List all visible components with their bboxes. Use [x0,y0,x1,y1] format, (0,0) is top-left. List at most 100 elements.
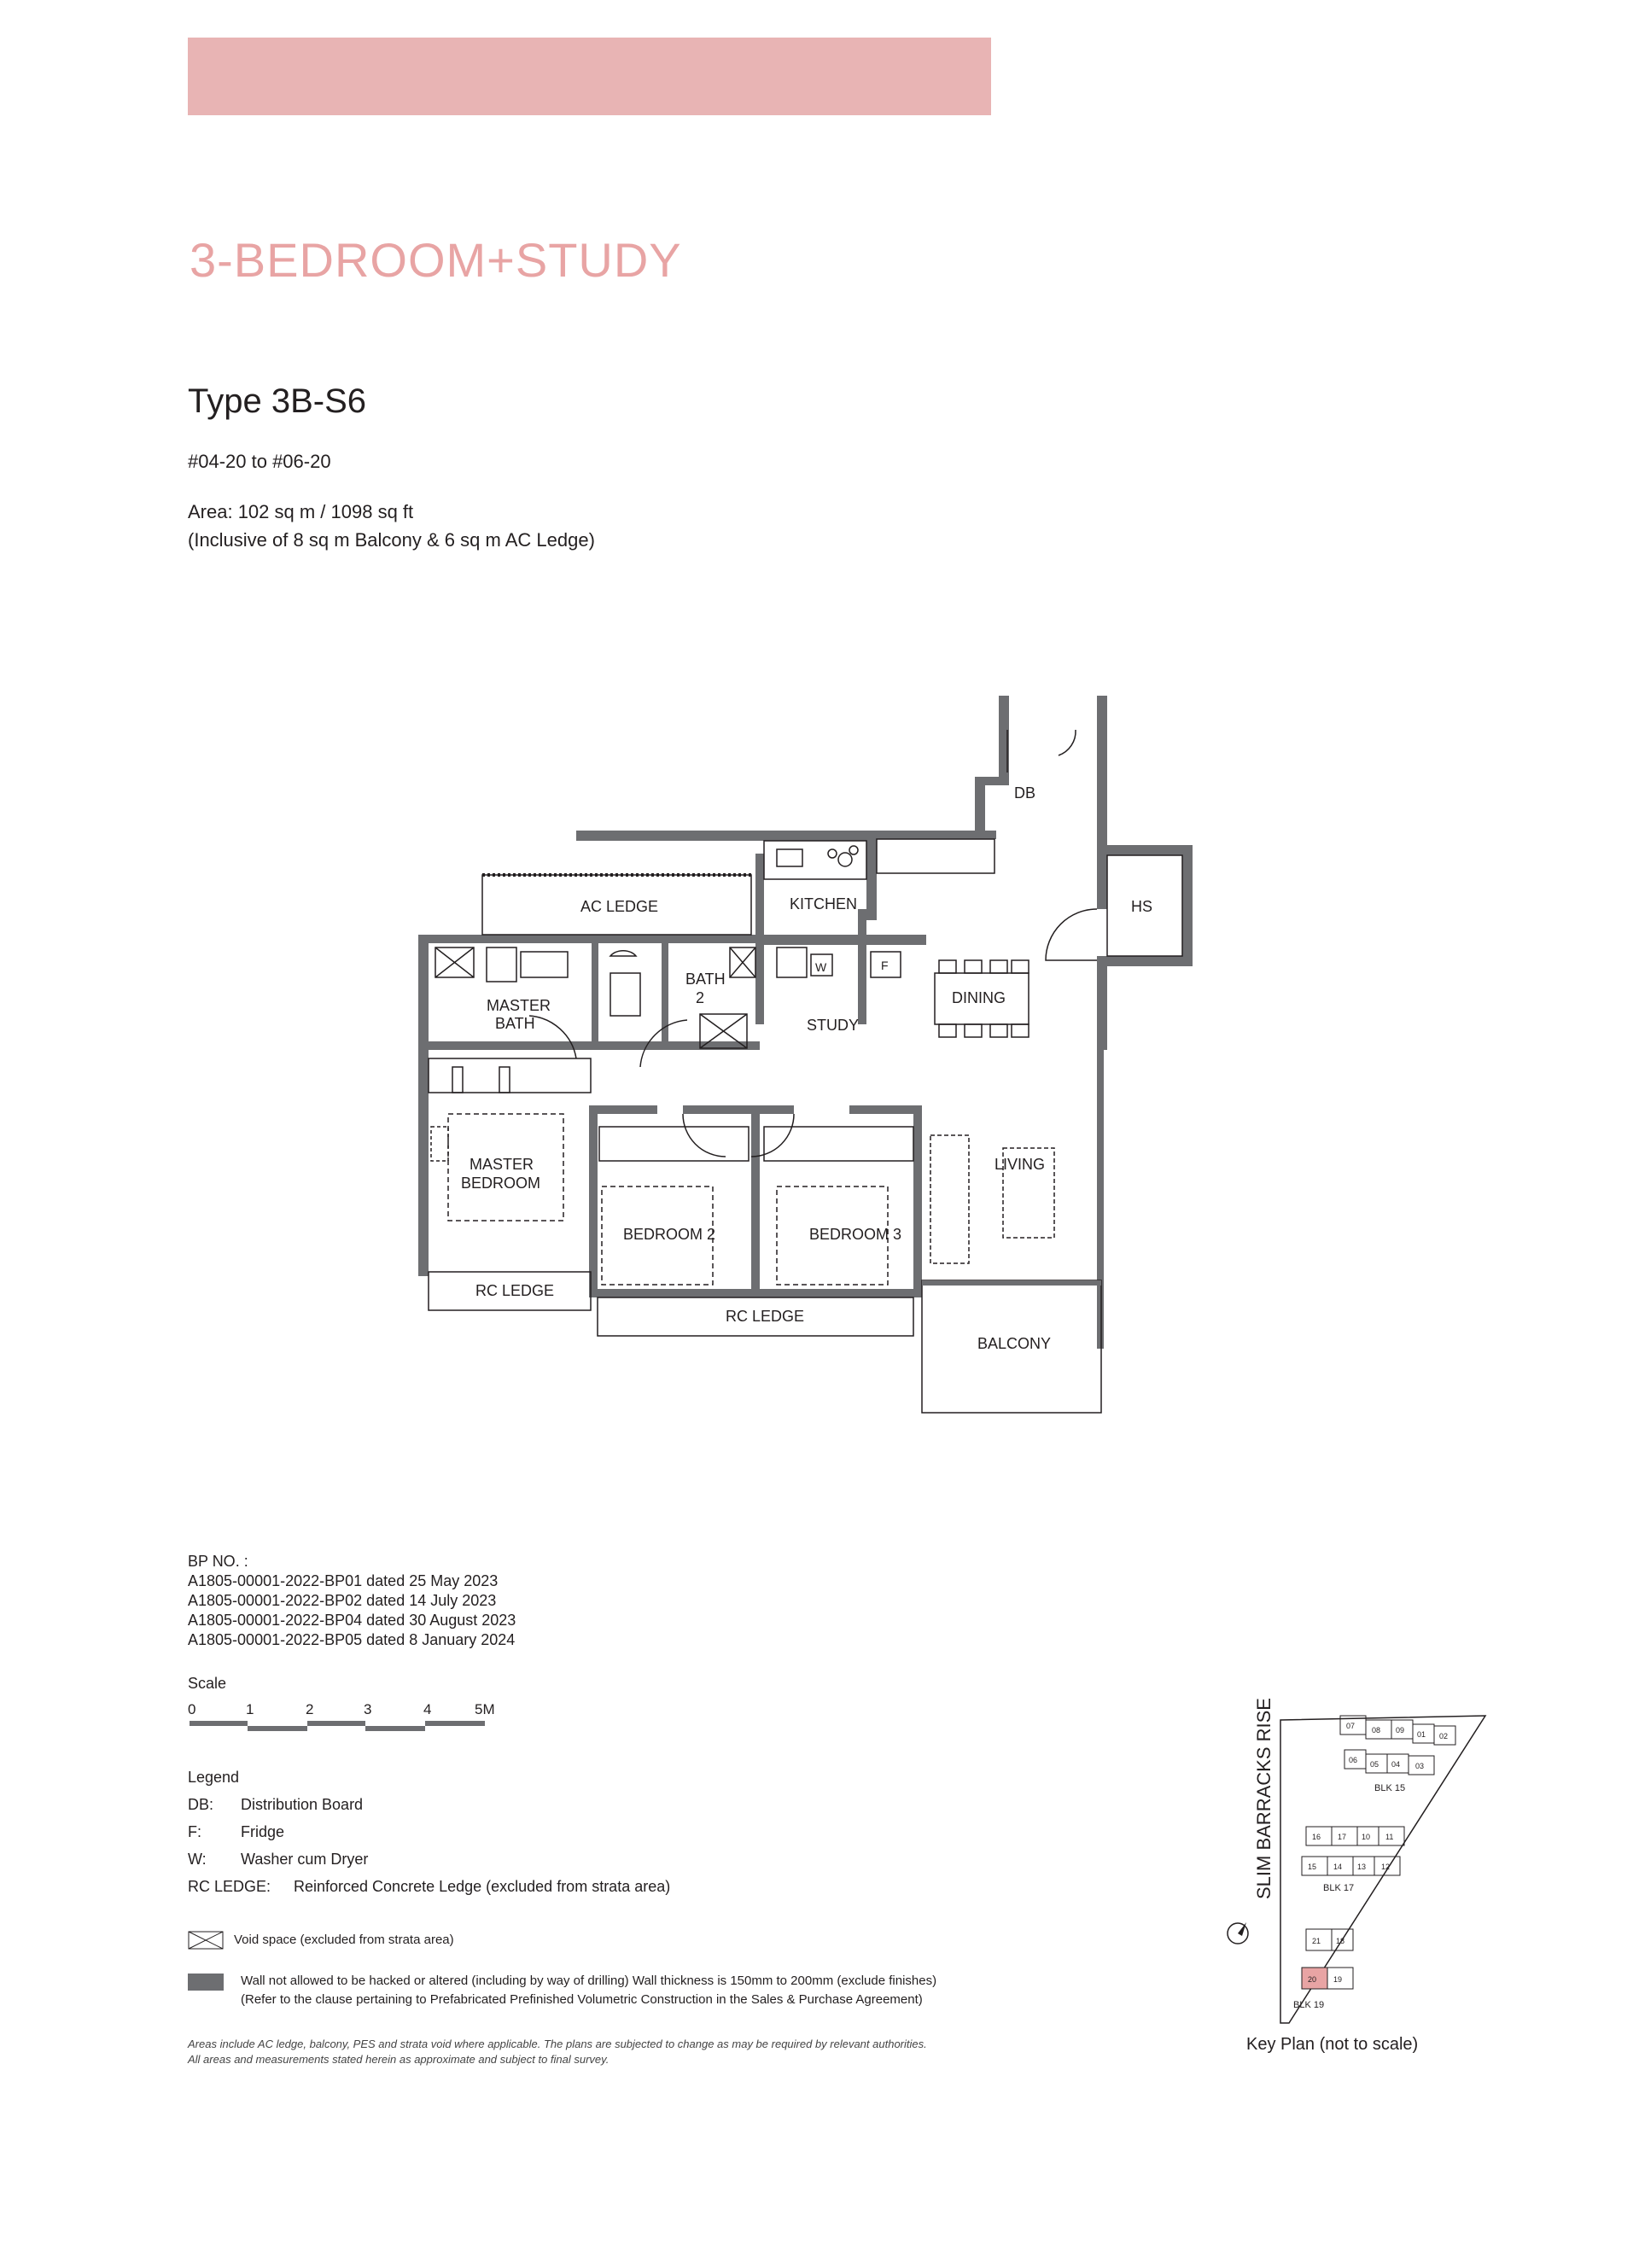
bp-title: BP NO. : [188,1553,248,1570]
legend-item: F:Fridge [188,1823,285,1840]
legend-void: Void space (excluded from strata area) [188,1931,454,1950]
hs-label: HS [1131,898,1152,915]
scale-tick: 0 [188,1701,195,1717]
bedroom3-label: BEDROOM 3 [809,1226,901,1243]
wall [858,909,866,1024]
master-bedroom-label: MASTER [470,1156,534,1173]
wall [592,939,598,1041]
wall [418,935,429,1276]
wall [1097,1050,1104,1349]
unit-category-heading: 3-BEDROOM+STUDY [190,233,682,287]
bp-line: A1805-00001-2022-BP05 dated 8 January 20… [188,1631,516,1648]
wall [866,831,877,920]
wall [589,1041,760,1050]
wall [418,1041,589,1050]
wall [849,1105,922,1114]
wall [999,696,1009,785]
legend-item: RC LEDGE:Reinforced Concrete Ledge (excl… [188,1878,671,1895]
road-label: SLIM BARRACKS RISE [1253,1698,1274,1899]
ac-ledge-label: AC LEDGE [580,898,658,915]
scale-tick: 2 [306,1701,313,1717]
wall [1097,845,1193,855]
legend-wall: Wall not allowed to be hacked or altered… [188,1972,936,2009]
unit-highlight [1301,1967,1328,1990]
washer-label: W [815,960,827,974]
header-banner [188,38,991,115]
area-note: (Inclusive of 8 sq m Balcony & 6 sq m AC… [188,529,595,551]
bedroom2-label: BEDROOM 2 [623,1226,715,1243]
key-plan: SLIM BARRACKS RISE 07 08 09 01 02 06 05 … [1227,1698,1487,2024]
wall [1097,956,1193,966]
svg-text:10: 10 [1362,1833,1370,1841]
scale-label: Scale [188,1675,227,1692]
wall [1182,845,1193,965]
scale-tick: 3 [364,1701,371,1717]
svg-text:BLK 15: BLK 15 [1374,1783,1405,1793]
legend-item: W:Washer cum Dryer [188,1851,369,1868]
living-label: LIVING [994,1156,1045,1173]
svg-text:15: 15 [1308,1863,1316,1871]
svg-text:12: 12 [1381,1863,1390,1871]
bp-line: A1805-00001-2022-BP04 dated 30 August 20… [188,1612,516,1629]
svg-text:08: 08 [1372,1726,1380,1735]
wall [755,854,764,1024]
bath2-number: 2 [696,989,704,1006]
scale-bar: 0 1 2 3 4 5M [188,1701,495,1731]
legend-item: DB:Distribution Board [188,1796,364,1813]
bath2-label: BATH [685,971,726,988]
master-bedroom-label-2: BEDROOM [461,1175,540,1192]
rc-ledge-left-label: RC LEDGE [475,1282,554,1299]
wall [760,1105,794,1114]
wall [975,777,985,839]
svg-text:18: 18 [1336,1937,1344,1945]
scale-tick: 1 [246,1701,254,1717]
unit-range: #04-20 to #06-20 [188,451,331,472]
wall [913,1105,922,1297]
wall [589,1289,922,1297]
svg-text:03: 03 [1415,1762,1424,1770]
wall [589,1105,657,1114]
area-line: Area: 102 sq m / 1098 sq ft [188,501,414,522]
svg-text:04: 04 [1391,1760,1400,1769]
master-bath-label-2: BATH [495,1015,535,1032]
wall-swatch [188,1974,224,1991]
rc-ledge-bottom-label: RC LEDGE [726,1308,804,1325]
bp-numbers: BP NO. : A1805-00001-2022-BP01 dated 25 … [188,1552,516,1650]
dining-label: DINING [952,989,1006,1006]
legend-title: Legend [188,1769,240,1786]
floor-plan: DB HS AC LEDGE KITCHEN W F BATH 2 MASTER… [418,696,1193,1414]
wall [975,777,1000,785]
bp-line: A1805-00001-2022-BP02 dated 14 July 2023 [188,1592,497,1609]
svg-text:07: 07 [1346,1722,1355,1730]
wall [877,831,996,839]
balcony-label: BALCONY [977,1335,1051,1352]
disclaimer-notes: Areas include AC ledge, balcony, PES and… [188,2038,927,2066]
study-label: STUDY [807,1017,859,1034]
wall [760,935,926,945]
fridge-label: F [881,959,889,972]
scale-tick: 5M [475,1701,495,1717]
bp-line: A1805-00001-2022-BP01 dated 25 May 2023 [188,1572,499,1589]
svg-text:13: 13 [1357,1863,1366,1871]
svg-text:01: 01 [1417,1730,1426,1739]
wall [1097,956,1107,1050]
svg-text:05: 05 [1370,1760,1379,1769]
void-icon [188,1931,224,1950]
wall [576,831,875,841]
unit-type-title: Type 3B-S6 [188,382,367,420]
area-info: Area: 102 sq m / 1098 sq ft (Inclusive o… [188,498,595,554]
wall [589,1105,598,1297]
svg-text:14: 14 [1333,1863,1342,1871]
key-plan-caption: Key Plan (not to scale) [1246,2035,1419,2054]
svg-text:16: 16 [1312,1833,1321,1841]
kitchen-label: KITCHEN [790,895,857,912]
scale-tick: 4 [423,1701,431,1717]
wall [1097,696,1107,909]
master-bath-label: MASTER [487,997,551,1014]
svg-text:21: 21 [1312,1937,1321,1945]
svg-text:20: 20 [1308,1975,1316,1984]
svg-text:17: 17 [1338,1833,1346,1841]
wall [683,1105,751,1114]
svg-text:11: 11 [1385,1833,1393,1841]
wall [418,935,760,943]
